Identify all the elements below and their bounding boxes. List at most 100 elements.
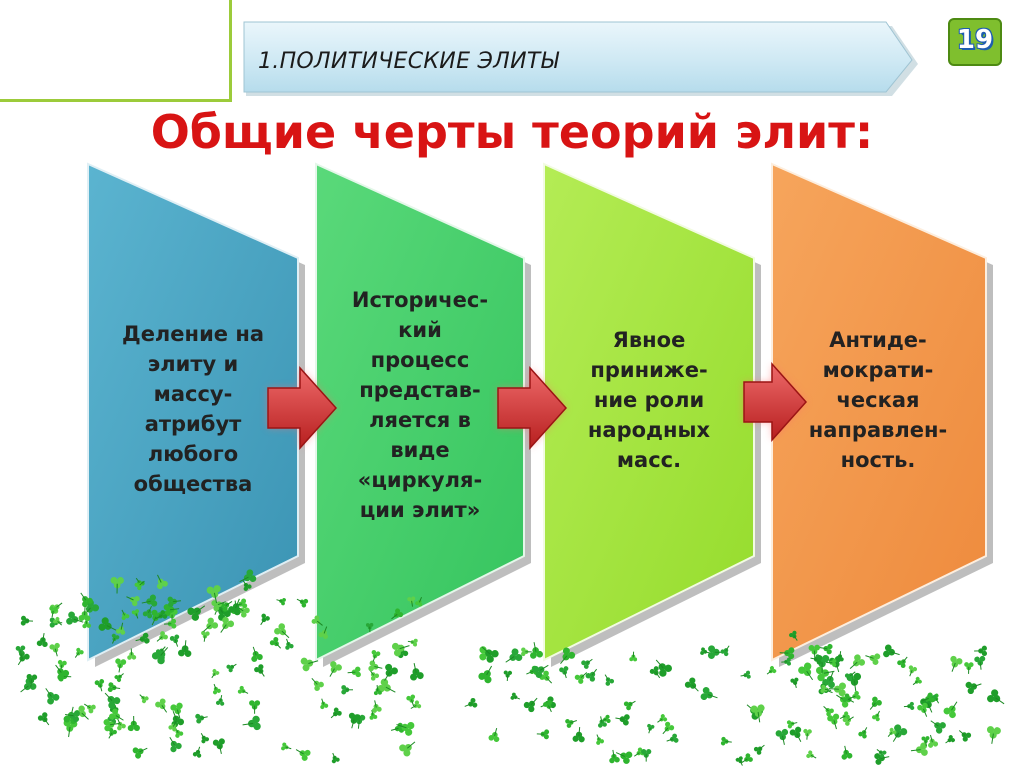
clover-leaf — [371, 650, 381, 662]
clover-leaf — [274, 623, 290, 639]
clover-leaf — [505, 648, 523, 663]
clover-leaf — [127, 715, 140, 732]
clover-leaf — [406, 694, 416, 707]
clover-leaf — [930, 720, 946, 734]
clover-leaf — [750, 704, 765, 723]
clover-leaf — [543, 700, 553, 713]
clover-leaf — [987, 689, 1005, 705]
clover-leaf — [104, 692, 121, 709]
clover-leaf — [700, 687, 718, 701]
clover-leaf — [98, 617, 117, 631]
clover-leaf — [530, 642, 543, 659]
clover-leaf — [78, 606, 91, 622]
clover-leaf — [803, 728, 812, 740]
clover-leaf — [410, 663, 424, 681]
clover-leaf — [532, 664, 549, 678]
clover-leaf — [539, 670, 553, 684]
clover-leaf — [649, 666, 661, 679]
clover-leaf — [236, 605, 250, 618]
clover-leaf — [510, 692, 521, 700]
clover-leaf — [107, 682, 121, 693]
slide-number: 19 — [956, 25, 994, 55]
clover-leaf — [377, 678, 396, 693]
clover-leaf — [965, 681, 982, 695]
clover-leaf — [521, 647, 532, 657]
clover-leaf — [36, 633, 48, 648]
clover-leaf — [740, 670, 751, 679]
clover-leaf — [114, 673, 124, 682]
clover-leaf — [212, 683, 221, 695]
clover-leaf — [168, 720, 177, 732]
section-title: 1.ПОЛИТИЧЕСКИЕ ЭЛИТЫ — [258, 49, 559, 74]
clover-leaf — [115, 658, 127, 673]
clover-leaf — [986, 726, 1001, 744]
clover-leaf — [883, 644, 900, 658]
clover-leaf — [318, 626, 328, 640]
slide-number-badge: 19 — [948, 18, 1002, 66]
clover-leaf — [365, 622, 374, 633]
slide-title: Общие черты теорий элит: — [150, 105, 874, 159]
clover-leaf — [869, 696, 882, 710]
clover-leaf — [823, 705, 834, 717]
corner-frame-decoration — [0, 0, 232, 102]
clover-leaf — [574, 672, 588, 684]
clover-leaf — [615, 751, 633, 764]
clover-leaf — [373, 684, 382, 696]
clover-leaf — [348, 712, 361, 729]
clover-leaf — [921, 736, 930, 747]
clover-leaf — [37, 712, 50, 726]
panel-1-text: Деление на элиту и массу- атрибут любого… — [121, 322, 265, 496]
clover-leaf — [156, 631, 168, 642]
clover-leaf — [53, 616, 63, 626]
clover-leaf — [822, 671, 835, 689]
clover-leaf — [167, 596, 182, 608]
clover-leaf — [684, 677, 699, 692]
clover-leaf — [249, 700, 261, 714]
clover-leaf — [45, 688, 60, 705]
clover-leaf — [237, 685, 249, 694]
clover-leaf — [251, 646, 263, 662]
clover-leaf — [115, 622, 126, 635]
clover-leaf — [260, 613, 270, 626]
clover-leaf — [828, 682, 846, 697]
clover-leaf — [163, 618, 177, 629]
clover-leaf — [928, 734, 939, 748]
clover-leaf — [849, 654, 866, 669]
panel-2 — [315, 162, 525, 662]
clover-leaf — [827, 713, 840, 730]
clover-leaf — [741, 753, 753, 764]
clover-leaf — [908, 665, 918, 677]
clover-leaf — [311, 615, 323, 626]
clover-leaf — [178, 640, 192, 657]
clover-leaf — [192, 746, 202, 758]
clover-leaf — [127, 648, 137, 660]
clover-leaf — [407, 638, 418, 647]
panel-4 — [771, 162, 987, 662]
clover-leaf — [464, 697, 478, 708]
clover-leaf — [841, 745, 853, 760]
panel-2-text: Историчес- кий процесс представ- ляется … — [351, 288, 489, 522]
clover-leaf — [65, 710, 80, 723]
clover-leaf — [415, 597, 423, 607]
clover-leaf — [49, 642, 60, 657]
clover-leaf — [111, 633, 120, 644]
clover-leaf — [206, 585, 221, 604]
clover-leaf — [478, 665, 493, 684]
clover-leaf — [410, 700, 422, 709]
clover-leaf — [49, 606, 58, 618]
clover-leaf — [912, 676, 922, 686]
clover-leaf — [126, 596, 140, 607]
clover-leaf — [789, 630, 798, 641]
clover-leaf — [810, 655, 823, 665]
clover-leaf — [826, 658, 837, 667]
clover-leaf — [781, 657, 791, 666]
clover-leaf — [347, 666, 361, 678]
clover-leaf — [226, 663, 237, 673]
clover-leaf — [195, 713, 208, 724]
clover-leaf — [151, 647, 169, 665]
clover-leaf — [201, 630, 210, 642]
clover-leaf — [815, 666, 835, 682]
clover-leaf — [369, 709, 378, 720]
clover-leaf — [858, 727, 868, 739]
clover-leaf — [211, 668, 220, 679]
